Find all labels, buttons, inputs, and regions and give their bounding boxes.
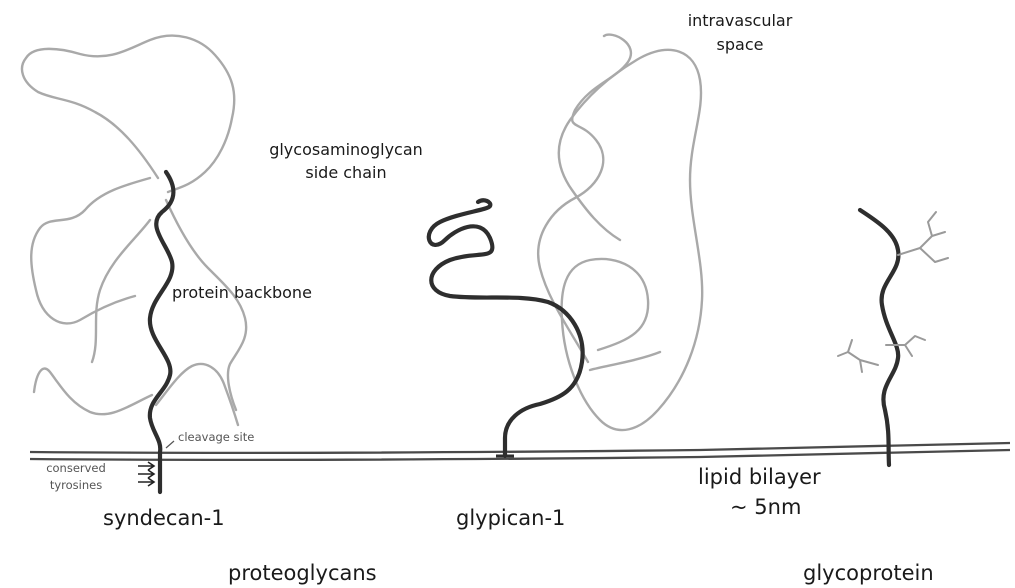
glycoprotein-core xyxy=(860,210,898,465)
intravascular-label-line2: space xyxy=(717,35,764,54)
glypican-gag-chains xyxy=(538,35,702,430)
lipid-bilayer-label: lipid bilayer xyxy=(698,465,821,489)
intravascular-label-line1: intravascular xyxy=(688,11,793,30)
glycoprotein-label: glycoprotein xyxy=(803,561,934,585)
tyrosine-arrows xyxy=(138,462,154,486)
syndecan-label: syndecan-1 xyxy=(103,506,225,530)
glypican-label: glypican-1 xyxy=(456,506,565,530)
cleavage-pointer xyxy=(166,441,174,448)
lipid-bilayer-membrane xyxy=(30,443,1010,460)
conserved-tyrosines-label-line2: tyrosines xyxy=(50,478,102,492)
conserved-tyrosines-label-line1: conserved xyxy=(46,461,106,475)
glypican-protein-core xyxy=(429,200,583,456)
cleavage-site-label: cleavage site xyxy=(178,430,254,444)
membrane-thickness-label: ~ 5nm xyxy=(730,495,801,519)
gag-label-line2: side chain xyxy=(305,163,386,182)
protein-backbone-label: protein backbone xyxy=(172,283,312,302)
syndecan-gag-chains xyxy=(22,36,246,425)
proteoglycans-label: proteoglycans xyxy=(228,561,377,585)
gag-label-line1: glycosaminoglycan xyxy=(269,140,423,159)
